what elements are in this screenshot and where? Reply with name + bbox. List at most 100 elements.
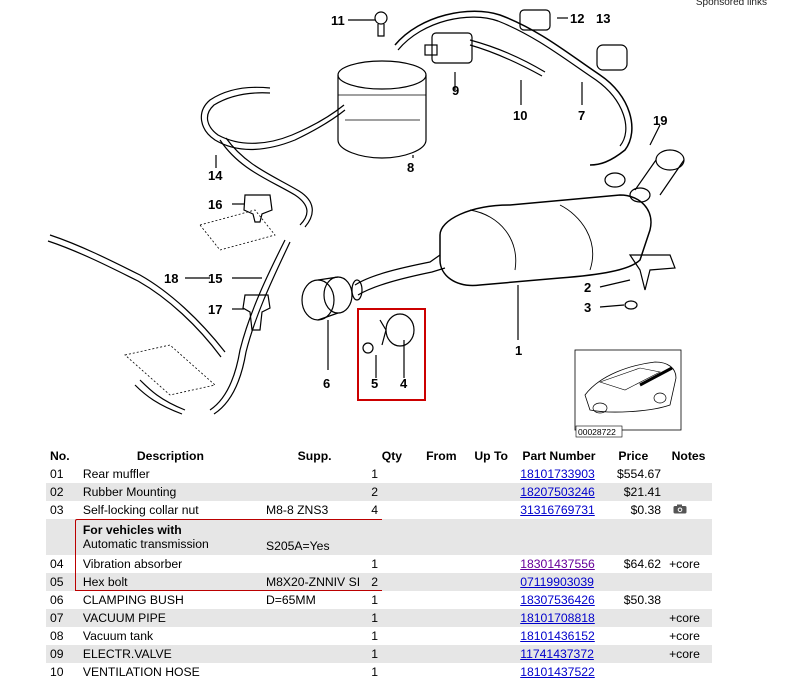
row-qty: 2	[367, 483, 417, 501]
row-from	[416, 591, 467, 609]
col-header-no: No.	[50, 449, 70, 463]
row-supp: M8X20-ZNNIV SI	[261, 573, 368, 591]
row-upto	[466, 573, 517, 591]
callout-13: 13	[596, 11, 610, 26]
col-header-from: From	[426, 449, 457, 463]
part-number-link[interactable]: 18301437556	[520, 557, 595, 571]
callout-10: 10	[513, 108, 527, 123]
row-part-number: 07119903039	[516, 573, 602, 591]
callout-4: 4	[400, 376, 408, 391]
callout-3: 3	[584, 300, 591, 315]
table-row: 07 VACUUM PIPE 1 18101708818 +core	[46, 609, 712, 627]
part-number-link[interactable]: 07119903039	[520, 575, 594, 589]
table-row: 09 ELECTR.VALVE 1 11741437372 +core	[46, 645, 712, 663]
row-qty: 1	[367, 591, 417, 609]
row-supp	[261, 627, 368, 645]
row-from	[416, 627, 467, 645]
part-number-link[interactable]: 18101708818	[520, 611, 595, 625]
row-upto	[466, 465, 517, 483]
table-row: 10 VENTILATION HOSE 1 18101437522	[46, 663, 712, 681]
row-upto	[466, 645, 517, 663]
row-price: $64.62	[601, 555, 666, 573]
col-header-notes: Notes	[671, 449, 706, 463]
row-supp	[261, 465, 368, 483]
part-number-link[interactable]: 31316769731	[520, 503, 595, 517]
row-qty: 2	[367, 573, 417, 591]
table-row: 02 Rubber Mounting 2 18207503246 $21.41	[46, 483, 712, 501]
highlight-box	[357, 308, 426, 401]
row-supp	[261, 663, 368, 681]
row-description: ELECTR.VALVE	[78, 645, 262, 663]
callout-17: 17	[208, 302, 222, 317]
row-no: 04	[46, 555, 79, 573]
condition-supp: S205A=Yes	[261, 519, 368, 555]
callout-15: 15	[208, 271, 222, 286]
row-notes: +core	[665, 609, 712, 627]
part-number-link[interactable]: 18207503246	[520, 485, 595, 499]
row-qty: 1	[367, 465, 417, 483]
callout-14: 14	[208, 168, 223, 183]
callout-1: 1	[515, 343, 522, 358]
col-header-price: Price	[618, 449, 649, 463]
col-header-qty: Qty	[381, 449, 403, 463]
row-supp: M8-8 ZNS3	[261, 501, 368, 519]
row-price: $554.67	[601, 465, 666, 483]
row-no: 03	[46, 501, 79, 519]
row-supp	[261, 483, 368, 501]
callout-7: 7	[578, 108, 585, 123]
row-from	[416, 465, 467, 483]
condition-row: For vehicles with Automatic transmission…	[46, 519, 712, 555]
parts-diagram: 11 12 13 9 10 7 19 14 8 16 18 15 17 6 5 …	[47, 9, 685, 438]
table-row: 04 Vibration absorber 1 18301437556 $64.…	[46, 555, 712, 573]
row-price	[601, 627, 666, 645]
part-number-link[interactable]: 18307536426	[520, 593, 595, 607]
table-row: 05 Hex bolt M8X20-ZNNIV SI 2 07119903039	[46, 573, 712, 591]
row-price	[601, 663, 666, 681]
row-from	[416, 483, 467, 501]
price-value: $0.38	[630, 503, 662, 517]
row-part-number: 18207503246	[516, 483, 602, 501]
part-number-link[interactable]: 18101436152	[520, 629, 595, 643]
row-no: 10	[46, 663, 79, 681]
callout-2: 2	[584, 280, 591, 295]
row-description: VACUUM PIPE	[78, 609, 262, 627]
row-part-number: 18101708818	[516, 609, 602, 627]
part-number-link[interactable]: 18101437522	[520, 665, 595, 679]
row-no: 09	[46, 645, 79, 663]
row-notes: +core	[665, 555, 712, 573]
sponsored-links-label[interactable]: Sponsored links	[695, 0, 767, 8]
row-qty: 1	[367, 555, 417, 573]
row-description: CLAMPING BUSH	[78, 591, 262, 609]
row-part-number: 11741437372	[516, 645, 602, 663]
row-description: Vibration absorber	[78, 555, 262, 573]
condition-text: For vehicles with Automatic transmission	[78, 519, 262, 555]
row-from	[416, 573, 467, 591]
row-upto	[466, 609, 517, 627]
row-part-number: 18101733903	[516, 465, 602, 483]
table-row: 01 Rear muffler 1 18101733903 $554.67	[46, 465, 712, 483]
diagram-drawing	[47, 9, 685, 415]
table-row: 06 CLAMPING BUSH D=65MM 1 18307536426 $5…	[46, 591, 712, 609]
row-price: $50.38	[601, 591, 666, 609]
row-part-number: 18301437556	[516, 555, 602, 573]
row-no: 05	[46, 573, 79, 591]
row-no: 02	[46, 483, 79, 501]
parts-table: No. Description Supp. Qty From Up To Par…	[46, 447, 712, 681]
row-notes	[665, 483, 712, 501]
part-number-link[interactable]: 11741437372	[520, 647, 594, 661]
callout-5: 5	[371, 376, 378, 391]
col-header-description: Description	[136, 449, 204, 463]
camera-icon[interactable]	[673, 503, 687, 517]
row-description: Hex bolt	[78, 573, 262, 591]
row-upto	[466, 483, 517, 501]
table-header-row: No. Description Supp. Qty From Up To Par…	[46, 447, 712, 465]
row-upto	[466, 591, 517, 609]
row-from	[416, 663, 467, 681]
row-price	[601, 645, 666, 663]
car-thumbnail: 00028722	[574, 349, 682, 438]
callout-19: 19	[653, 113, 667, 128]
row-upto	[466, 627, 517, 645]
row-description: Vacuum tank	[78, 627, 262, 645]
part-number-link[interactable]: 18101733903	[520, 467, 595, 481]
row-supp: D=65MM	[261, 591, 368, 609]
